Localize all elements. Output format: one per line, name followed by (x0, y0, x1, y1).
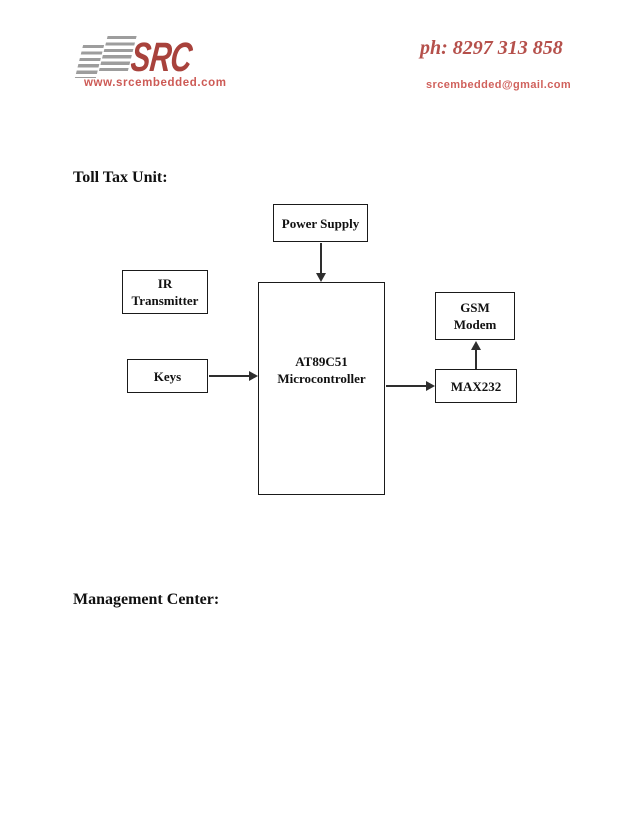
connector-max232-to-gsm (475, 350, 477, 369)
microcontroller-label-line1: AT89C51 (295, 354, 348, 369)
keys-block: Keys (127, 359, 208, 393)
company-phone: ph: 8297 313 858 (420, 37, 563, 59)
logo-bars-icon (74, 45, 105, 78)
max232-block: MAX232 (435, 369, 517, 403)
arrow-right-icon (426, 381, 435, 391)
connector-keys-to-mcu (209, 375, 250, 377)
gsm-modem-block: GSM Modem (435, 292, 515, 340)
toll-tax-unit-heading: Toll Tax Unit: (73, 169, 168, 186)
microcontroller-block: AT89C51 Microcontroller (258, 282, 385, 495)
power-supply-label: Power Supply (281, 215, 360, 231)
gsm-modem-label-line2: Modem (453, 317, 497, 332)
company-website: www.srcembedded.com (84, 77, 227, 89)
keys-label: Keys (153, 368, 182, 384)
arrow-right-icon (249, 371, 258, 381)
company-email: srcembedded@gmail.com (426, 79, 572, 91)
max232-label: MAX232 (450, 378, 502, 394)
ir-transmitter-label-line2: Transmitter (131, 293, 199, 308)
ir-transmitter-label-line1: IR (157, 276, 173, 291)
microcontroller-label-line2: Microcontroller (277, 371, 366, 386)
company-logo: SRC (128, 34, 194, 80)
power-supply-block: Power Supply (273, 204, 368, 242)
gsm-modem-label-line1: GSM (460, 300, 490, 315)
connector-power-to-mcu (320, 243, 322, 274)
ir-transmitter-block: IR Transmitter (122, 270, 208, 314)
management-center-heading: Management Center: (73, 591, 220, 608)
arrow-down-icon (316, 273, 326, 282)
connector-mcu-to-max232 (386, 385, 427, 387)
arrow-up-icon (471, 341, 481, 350)
